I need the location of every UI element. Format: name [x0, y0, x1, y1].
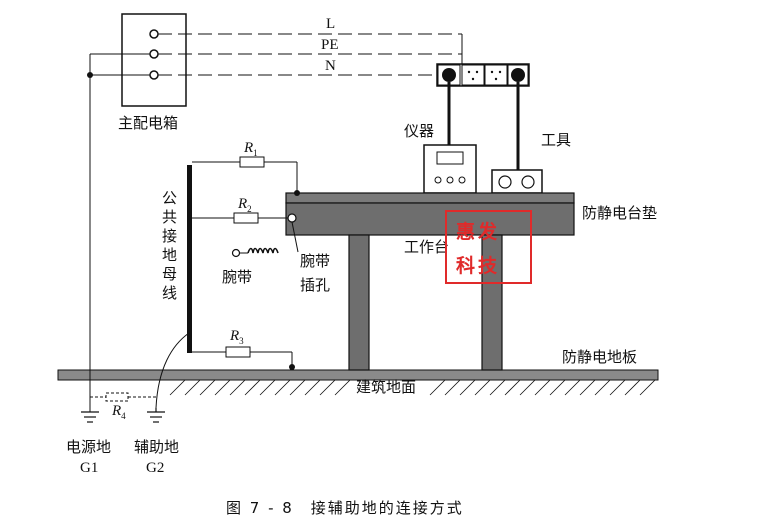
antistatic-mat-label: 防静电台垫 — [582, 204, 657, 222]
instrument — [423, 144, 477, 194]
stamp-line2: 科技 — [456, 254, 500, 277]
tool-label: 工具 — [541, 131, 571, 149]
workbench-leg-left — [348, 234, 370, 371]
svg-text:接: 接 — [162, 227, 177, 245]
r3-connection-dot — [289, 364, 295, 370]
aux-ground-label: 辅助地 — [134, 438, 179, 456]
terminal-pe-icon — [149, 49, 159, 59]
r4-label: R4 — [111, 403, 126, 421]
building-floor-label: 建筑地面 — [356, 378, 416, 396]
wrist-strap-label: 腕带 — [222, 268, 252, 286]
line-n-label: N — [325, 58, 336, 74]
aux-ground-code: G2 — [146, 460, 164, 476]
line-l-label: L — [326, 16, 335, 32]
stamp-line1: 惠发 — [456, 220, 500, 243]
instrument-label: 仪器 — [404, 122, 434, 140]
resistor-r3 — [192, 346, 293, 366]
power-lines — [89, 33, 463, 76]
figure-caption: 图 7 - 8 接辅助地的连接方式 — [226, 499, 464, 517]
svg-text:公: 公 — [162, 189, 177, 207]
antistatic-mat — [285, 192, 575, 204]
workbench — [285, 192, 575, 371]
r2-label: R2 — [237, 196, 252, 214]
occupied-socket-icon — [511, 68, 525, 82]
workbench-leg-right — [481, 234, 503, 371]
resistor-r1 — [192, 156, 298, 193]
main-box-label: 主配电箱 — [118, 114, 178, 132]
power-ground-symbol-icon — [81, 411, 99, 423]
plug-cords — [447, 82, 520, 170]
workbench-label: 工作台 — [404, 238, 449, 256]
wrist-jack-label-line1: 腕带 — [300, 252, 330, 270]
tool — [491, 169, 543, 194]
watermark-stamp: 惠发 科技 — [445, 210, 532, 284]
jack-leader-line — [291, 221, 299, 253]
svg-text:地: 地 — [162, 246, 177, 264]
power-ground-code: G1 — [80, 460, 98, 476]
main-distribution-box — [121, 13, 187, 107]
resistor-r4 — [90, 392, 156, 402]
svg-text:线: 线 — [162, 284, 177, 302]
svg-text:共: 共 — [162, 208, 177, 226]
resistor-r2 — [192, 212, 288, 224]
antistatic-floor-label: 防静电地板 — [562, 348, 637, 366]
wrist-jack-label-line2: 插孔 — [300, 276, 330, 294]
power-ground-label: 电源地 — [66, 438, 111, 456]
workbench-top — [285, 202, 575, 236]
common-bus-label: 公 共 接 地 母 线 — [162, 189, 177, 302]
power-strip — [436, 63, 530, 87]
terminal-n-icon — [149, 70, 159, 80]
aux-ground-symbol-icon — [147, 408, 165, 423]
common-ground-bus — [187, 165, 192, 353]
occupied-socket-icon — [442, 68, 456, 82]
svg-text:母: 母 — [162, 265, 177, 283]
wrist-strap-jack-icon — [287, 213, 297, 223]
empty-socket-icon — [490, 70, 502, 81]
building-floor-hatch — [58, 379, 658, 396]
r1-label: R1 — [243, 140, 258, 158]
r1-connection-dot — [294, 190, 300, 196]
wrist-strap-icon — [231, 247, 279, 258]
terminal-l-icon — [149, 29, 159, 39]
bus-to-aux-ground-wire — [155, 332, 190, 409]
r3-label: R3 — [229, 328, 244, 346]
empty-socket-icon — [467, 70, 479, 81]
line-pe-label: PE — [321, 37, 339, 53]
